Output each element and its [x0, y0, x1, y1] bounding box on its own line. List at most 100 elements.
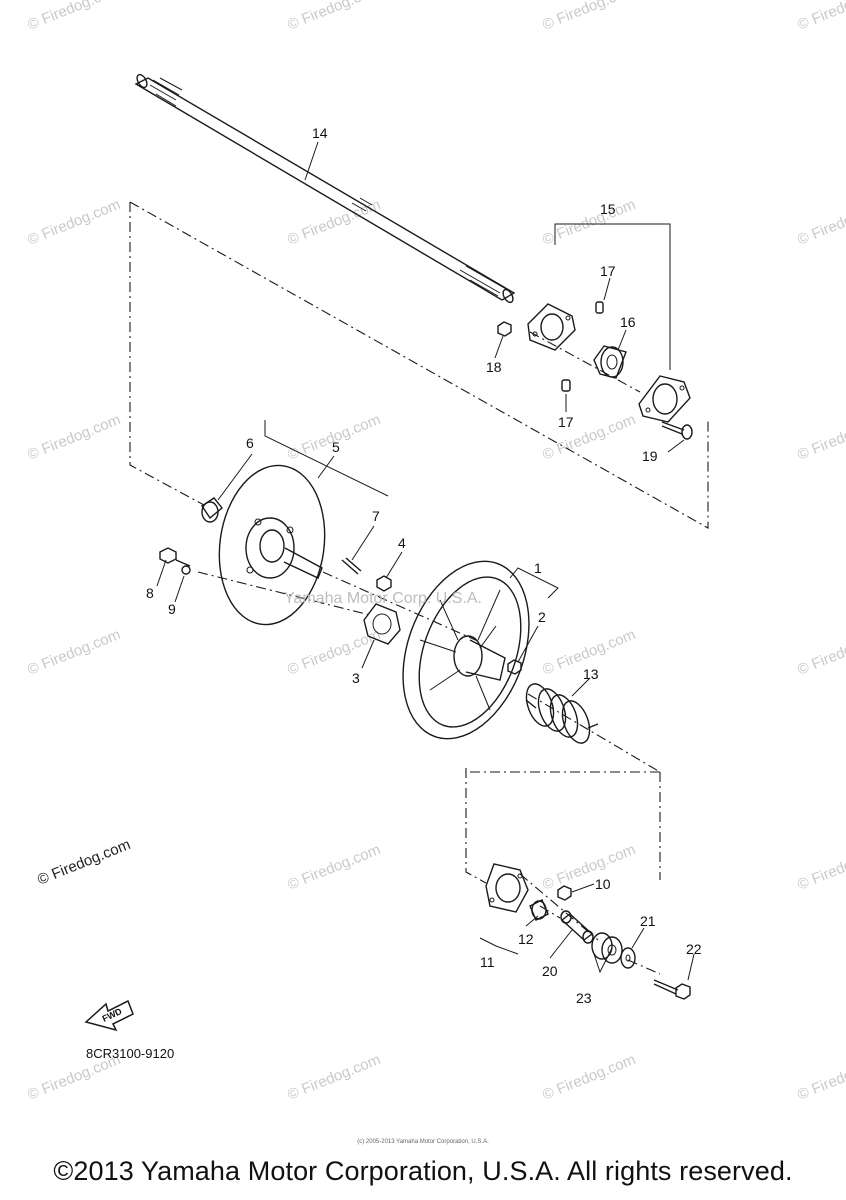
watermark: © Firedog.com [795, 841, 846, 894]
leader-line [304, 141, 319, 181]
callout-label: 11 [480, 954, 495, 970]
bracket-line [479, 937, 519, 955]
leader-line [317, 455, 335, 479]
leader-line [617, 329, 627, 351]
nut-part [557, 885, 572, 901]
callout-label: 12 [518, 931, 534, 947]
watermark: © Firedog.com [540, 1051, 638, 1104]
alignment-line [519, 873, 599, 941]
alignment-line [627, 959, 661, 975]
watermark: © Firedog.com [285, 841, 383, 894]
center-watermark: Yamaha Motor Corp. U.S.A. [284, 590, 482, 607]
callout-label: 15 [600, 201, 616, 217]
fwd-arrow-icon: FWD [84, 999, 134, 1032]
watermark: © Firedog.com [795, 626, 846, 679]
bearing-housing-part [527, 303, 576, 351]
alignment-line [465, 768, 487, 884]
callout-label: 7 [372, 508, 380, 524]
callout-label: 17 [558, 414, 574, 430]
set-screw-part [561, 301, 604, 392]
alignment-line [529, 331, 641, 393]
callout-label: 13 [583, 666, 599, 682]
leader-line [156, 559, 167, 587]
gasket-part [363, 603, 401, 645]
leader-line [385, 551, 403, 579]
callout-label: 5 [332, 439, 340, 455]
callout-label: 2 [538, 609, 546, 625]
alignment-line [197, 571, 371, 616]
callout-label: 20 [542, 963, 558, 979]
leader-line [667, 439, 685, 453]
roller-housing-part [485, 863, 529, 913]
callout-label: 10 [595, 876, 611, 892]
bolt-part [159, 547, 191, 567]
copyright-notice-small: (c) 2005-2013 Yamaha Motor Corporation, … [357, 1139, 489, 1145]
leader-line [494, 335, 504, 359]
watermark: © Firedog.com [25, 411, 123, 464]
bracket-line [591, 947, 613, 974]
part-code: 8CR3100-9120 [86, 1046, 175, 1061]
watermark-dark: © Firedog.com [35, 836, 133, 889]
watermark: © Firedog.com [795, 196, 846, 249]
collar-part [560, 910, 594, 944]
watermark: © Firedog.com [540, 411, 638, 464]
leader-line [571, 677, 591, 697]
watermark: © Firedog.com [540, 0, 638, 34]
leader-line [571, 883, 595, 893]
watermark: © Firedog.com [795, 1051, 846, 1104]
washer-part [620, 947, 636, 969]
leader-line [217, 453, 253, 501]
bracket-line [264, 420, 389, 497]
leader-line [525, 915, 539, 927]
bracket-line [554, 223, 671, 370]
callout-label: 9 [168, 601, 176, 617]
callout-label: 16 [620, 314, 636, 330]
bolt-part [653, 979, 691, 1000]
leader-line [603, 277, 611, 301]
bearing-part [593, 345, 627, 379]
brake-disc-part [201, 464, 326, 626]
leader-line [174, 575, 185, 603]
watermark: © Firedog.com [25, 626, 123, 679]
alignment-line [129, 202, 205, 506]
leader-line [361, 639, 375, 669]
alignment-line [539, 905, 561, 919]
callout-label: 19 [642, 448, 658, 464]
callout-label: 14 [312, 125, 328, 141]
watermark: © Firedog.com [285, 0, 383, 34]
screw-part [376, 575, 392, 592]
watermark: © Firedog.com [795, 0, 846, 34]
callout-label: 17 [600, 263, 616, 279]
alignment-line [129, 201, 709, 529]
callout-label: 21 [640, 913, 656, 929]
stud-part [341, 557, 362, 575]
leader-line [517, 625, 539, 663]
bushing-part [529, 899, 549, 921]
leader-line [631, 927, 645, 949]
roller-part [591, 932, 623, 964]
watermark: © Firedog.com [25, 196, 123, 249]
watermark-layer: © Firedog.com © Firedog.com © Firedog.co… [25, 0, 846, 1104]
bracket-line [509, 567, 559, 599]
copyright-footer: ©2013 Yamaha Motor Corporation, U.S.A. A… [53, 1156, 793, 1186]
callout-label: 3 [352, 670, 360, 686]
watermark: © Firedog.com [285, 1051, 383, 1104]
sheave-part [402, 560, 530, 740]
shaft-part [134, 73, 516, 304]
nut-part [497, 321, 512, 337]
bolt-part [661, 421, 693, 440]
callout-label: 22 [686, 941, 702, 957]
callout-label: 1 [534, 560, 542, 576]
callout-label: 23 [576, 990, 592, 1006]
watermark: © Firedog.com [25, 0, 123, 34]
callout-label: 4 [398, 535, 406, 551]
watermark: © Firedog.com [285, 196, 383, 249]
callout-label: 18 [486, 359, 502, 375]
spring-part [525, 683, 599, 744]
callout-label: 6 [246, 435, 254, 451]
alignment-line [322, 571, 481, 643]
leader-line [549, 929, 573, 959]
washer-part [181, 565, 191, 575]
alignment-line [527, 693, 661, 773]
